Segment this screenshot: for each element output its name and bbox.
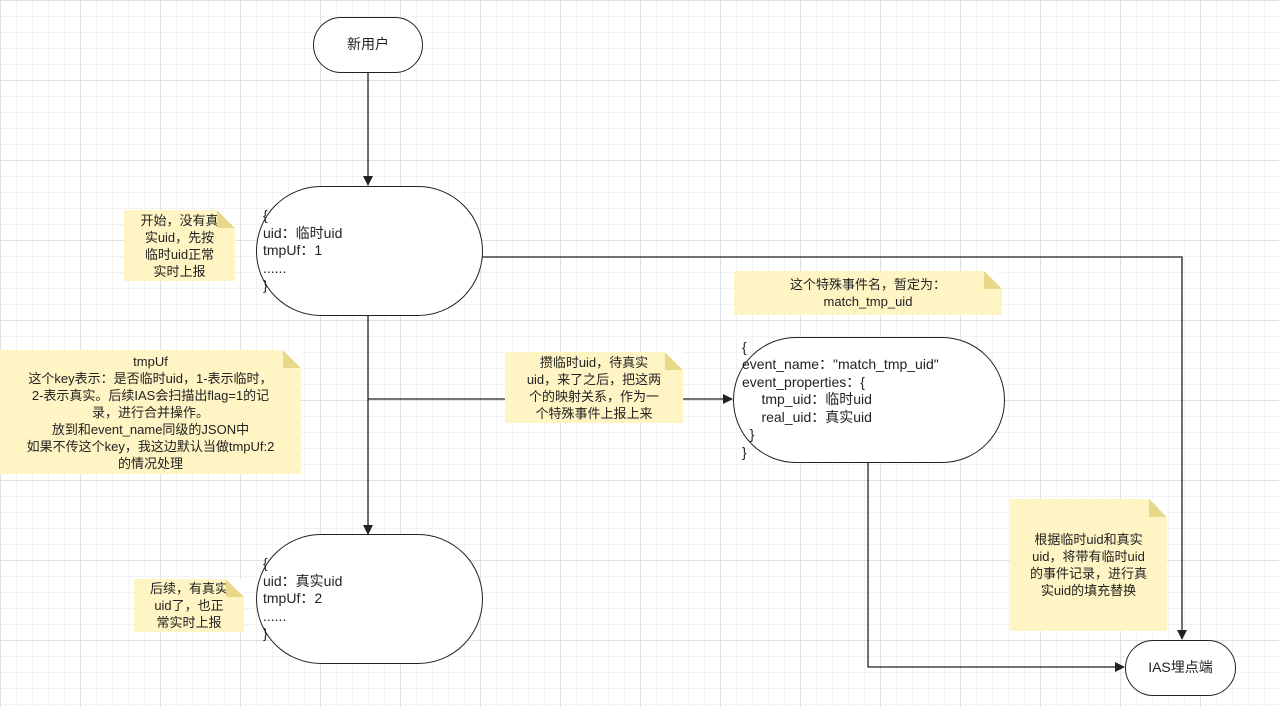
note-start-text: 开始，没有真 实uid，先按 临时uid正常 实时上报 [140,212,219,279]
note-mapping-text: 攒临时uid，待真实 uid，来了之后，把这两 个的映射关系，作为一 个特殊事件… [526,354,662,421]
note-fold-icon [226,579,244,597]
note-fold-icon [984,271,1002,289]
match-tmp-uid-event-text: { event_name："match_tmp_uid" event_prope… [742,338,939,460]
note-event-name-text: 这个特殊事件名，暂定为： match_tmp_uid [789,277,946,309]
ias-endpoint-node: IAS埋点端 [1125,640,1236,696]
note-event-name: 这个特殊事件名，暂定为： match_tmp_uid [734,271,1002,315]
note-tmpuf-text: tmpUf 这个key表示：是否临时uid，1-表示临时， 2-表示真实。后续I… [26,353,275,471]
note-replace: 根据临时uid和真实 uid，将带有临时uid 的事件记录，进行真 实uid的填… [1010,499,1167,631]
note-later-text: 后续，有真实 uid了，也正 常实时上报 [149,581,228,630]
new-user-label: 新用户 [347,36,389,53]
temp-uid-event-text: { uid：临时uid tmpUf：1 ...... } [263,207,343,294]
temp-uid-event-node: { uid：临时uid tmpUf：1 ...... } [256,186,483,316]
real-uid-event-text: { uid：真实uid tmpUf：2 ...... } [263,555,343,642]
note-fold-icon [283,350,301,368]
arrow-temp-event-to-ias [482,256,1187,640]
real-uid-event-node: { uid：真实uid tmpUf：2 ...... } [256,534,483,664]
new-user-node: 新用户 [313,17,423,73]
note-replace-text: 根据临时uid和真实 uid，将带有临时uid 的事件记录，进行真 实uid的填… [1029,532,1147,598]
note-fold-icon [217,210,235,228]
note-tmpuf: tmpUf 这个key表示：是否临时uid，1-表示临时， 2-表示真实。后续I… [0,350,301,474]
note-start: 开始，没有真 实uid，先按 临时uid正常 实时上报 [124,210,235,281]
arrow-match-event-to-ias [867,463,1125,672]
note-mapping: 攒临时uid，待真实 uid，来了之后，把这两 个的映射关系，作为一 个特殊事件… [505,352,683,423]
match-tmp-uid-event-node: { event_name："match_tmp_uid" event_prope… [733,337,1005,463]
note-fold-icon [1149,499,1167,517]
ias-endpoint-label: IAS埋点端 [1148,659,1213,676]
note-fold-icon [665,352,683,370]
note-later: 后续，有真实 uid了，也正 常实时上报 [134,579,244,632]
